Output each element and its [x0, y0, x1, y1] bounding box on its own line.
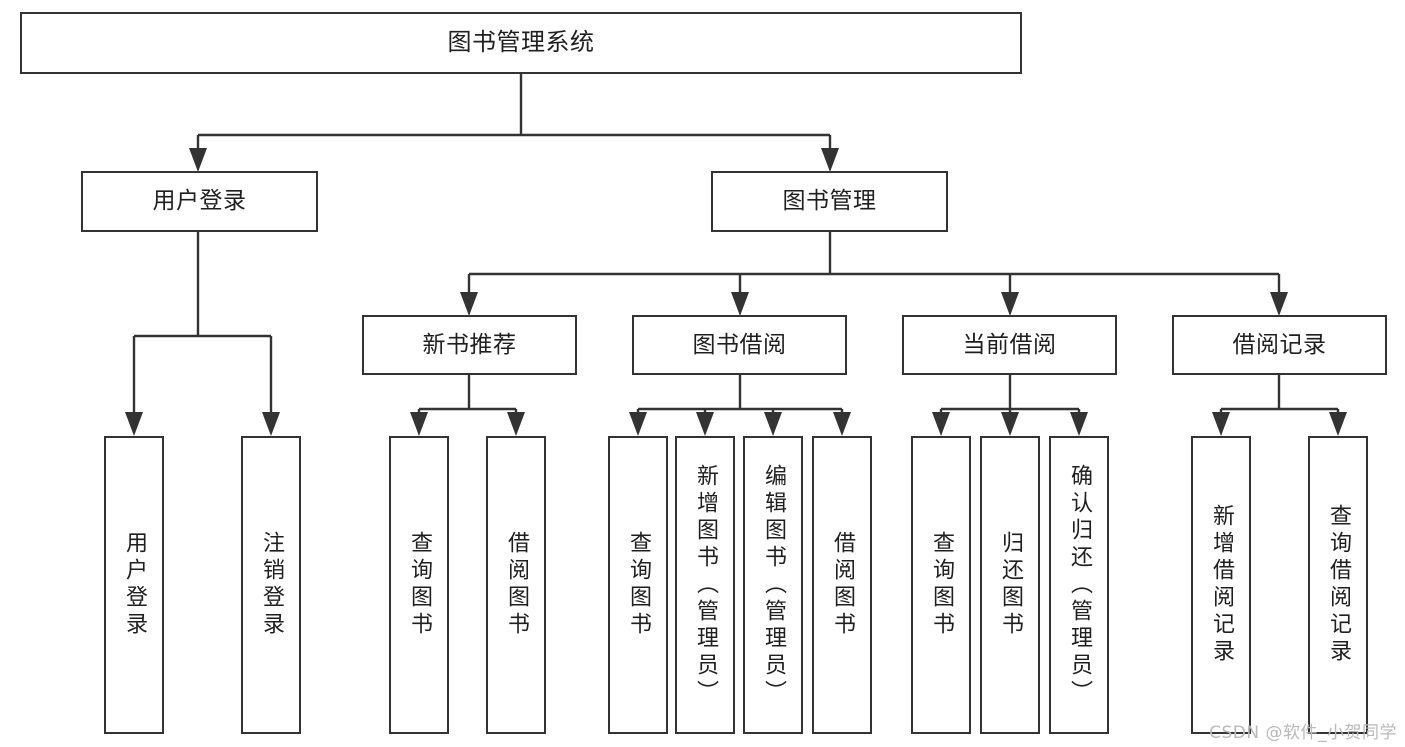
node-label: 用户登录 — [152, 188, 247, 215]
node-label: 借阅图书 — [504, 531, 529, 639]
node-label: 当前借阅 — [962, 331, 1057, 358]
node-label: 查询借阅记录 — [1326, 504, 1351, 666]
node-label: 用户登录 — [122, 531, 147, 639]
node-book-borrowing[interactable]: 图书借阅 — [632, 315, 847, 375]
node-label: 借阅图书 — [830, 531, 855, 639]
node-label: 编辑图书（管理员） — [761, 463, 786, 707]
leaf-node-borrow-book-recommendation[interactable]: 借阅图书 — [486, 436, 546, 734]
leaf-node-user-login[interactable]: 用户登录 — [104, 436, 164, 734]
leaf-node-user-logout[interactable]: 注销登录 — [241, 436, 301, 734]
node-label: 归还图书 — [998, 531, 1023, 639]
node-new-book-recommendation[interactable]: 新书推荐 — [362, 315, 577, 375]
leaf-node-edit-book-admin[interactable]: 编辑图书（管理员） — [743, 436, 803, 734]
leaf-node-query-book-current[interactable]: 查询图书 — [911, 436, 971, 734]
node-label: 图书借阅 — [692, 331, 787, 358]
node-label: 新增图书（管理员） — [693, 463, 718, 707]
leaf-node-query-borrowing-record[interactable]: 查询借阅记录 — [1308, 436, 1368, 734]
node-user-login[interactable]: 用户登录 — [81, 171, 318, 232]
leaf-node-query-book-borrowing[interactable]: 查询图书 — [608, 436, 668, 734]
node-label: 图书管理系统 — [447, 28, 595, 57]
node-label: 查询图书 — [407, 531, 432, 639]
leaf-node-borrow-book[interactable]: 借阅图书 — [812, 436, 872, 734]
leaf-node-query-book-recommendation[interactable]: 查询图书 — [389, 436, 449, 734]
node-root-book-management-system[interactable]: 图书管理系统 — [20, 12, 1022, 74]
node-label: 注销登录 — [259, 531, 284, 639]
leaf-node-confirm-return-admin[interactable]: 确认归还（管理员） — [1049, 436, 1109, 734]
node-label: 借阅记录 — [1232, 331, 1327, 358]
leaf-node-add-book-admin[interactable]: 新增图书（管理员） — [675, 436, 735, 734]
node-label: 查询图书 — [626, 531, 651, 639]
leaf-node-return-book[interactable]: 归还图书 — [980, 436, 1040, 734]
node-label: 确认归还（管理员） — [1067, 463, 1092, 707]
node-borrowing-record[interactable]: 借阅记录 — [1172, 315, 1387, 375]
node-book-management[interactable]: 图书管理 — [711, 171, 948, 232]
node-label: 图书管理 — [782, 188, 877, 215]
node-label: 新增借阅记录 — [1209, 504, 1234, 666]
node-current-borrowing[interactable]: 当前借阅 — [902, 315, 1117, 375]
leaf-node-add-borrowing-record[interactable]: 新增借阅记录 — [1191, 436, 1251, 734]
node-label: 查询图书 — [929, 531, 954, 639]
node-label: 新书推荐 — [422, 331, 517, 358]
